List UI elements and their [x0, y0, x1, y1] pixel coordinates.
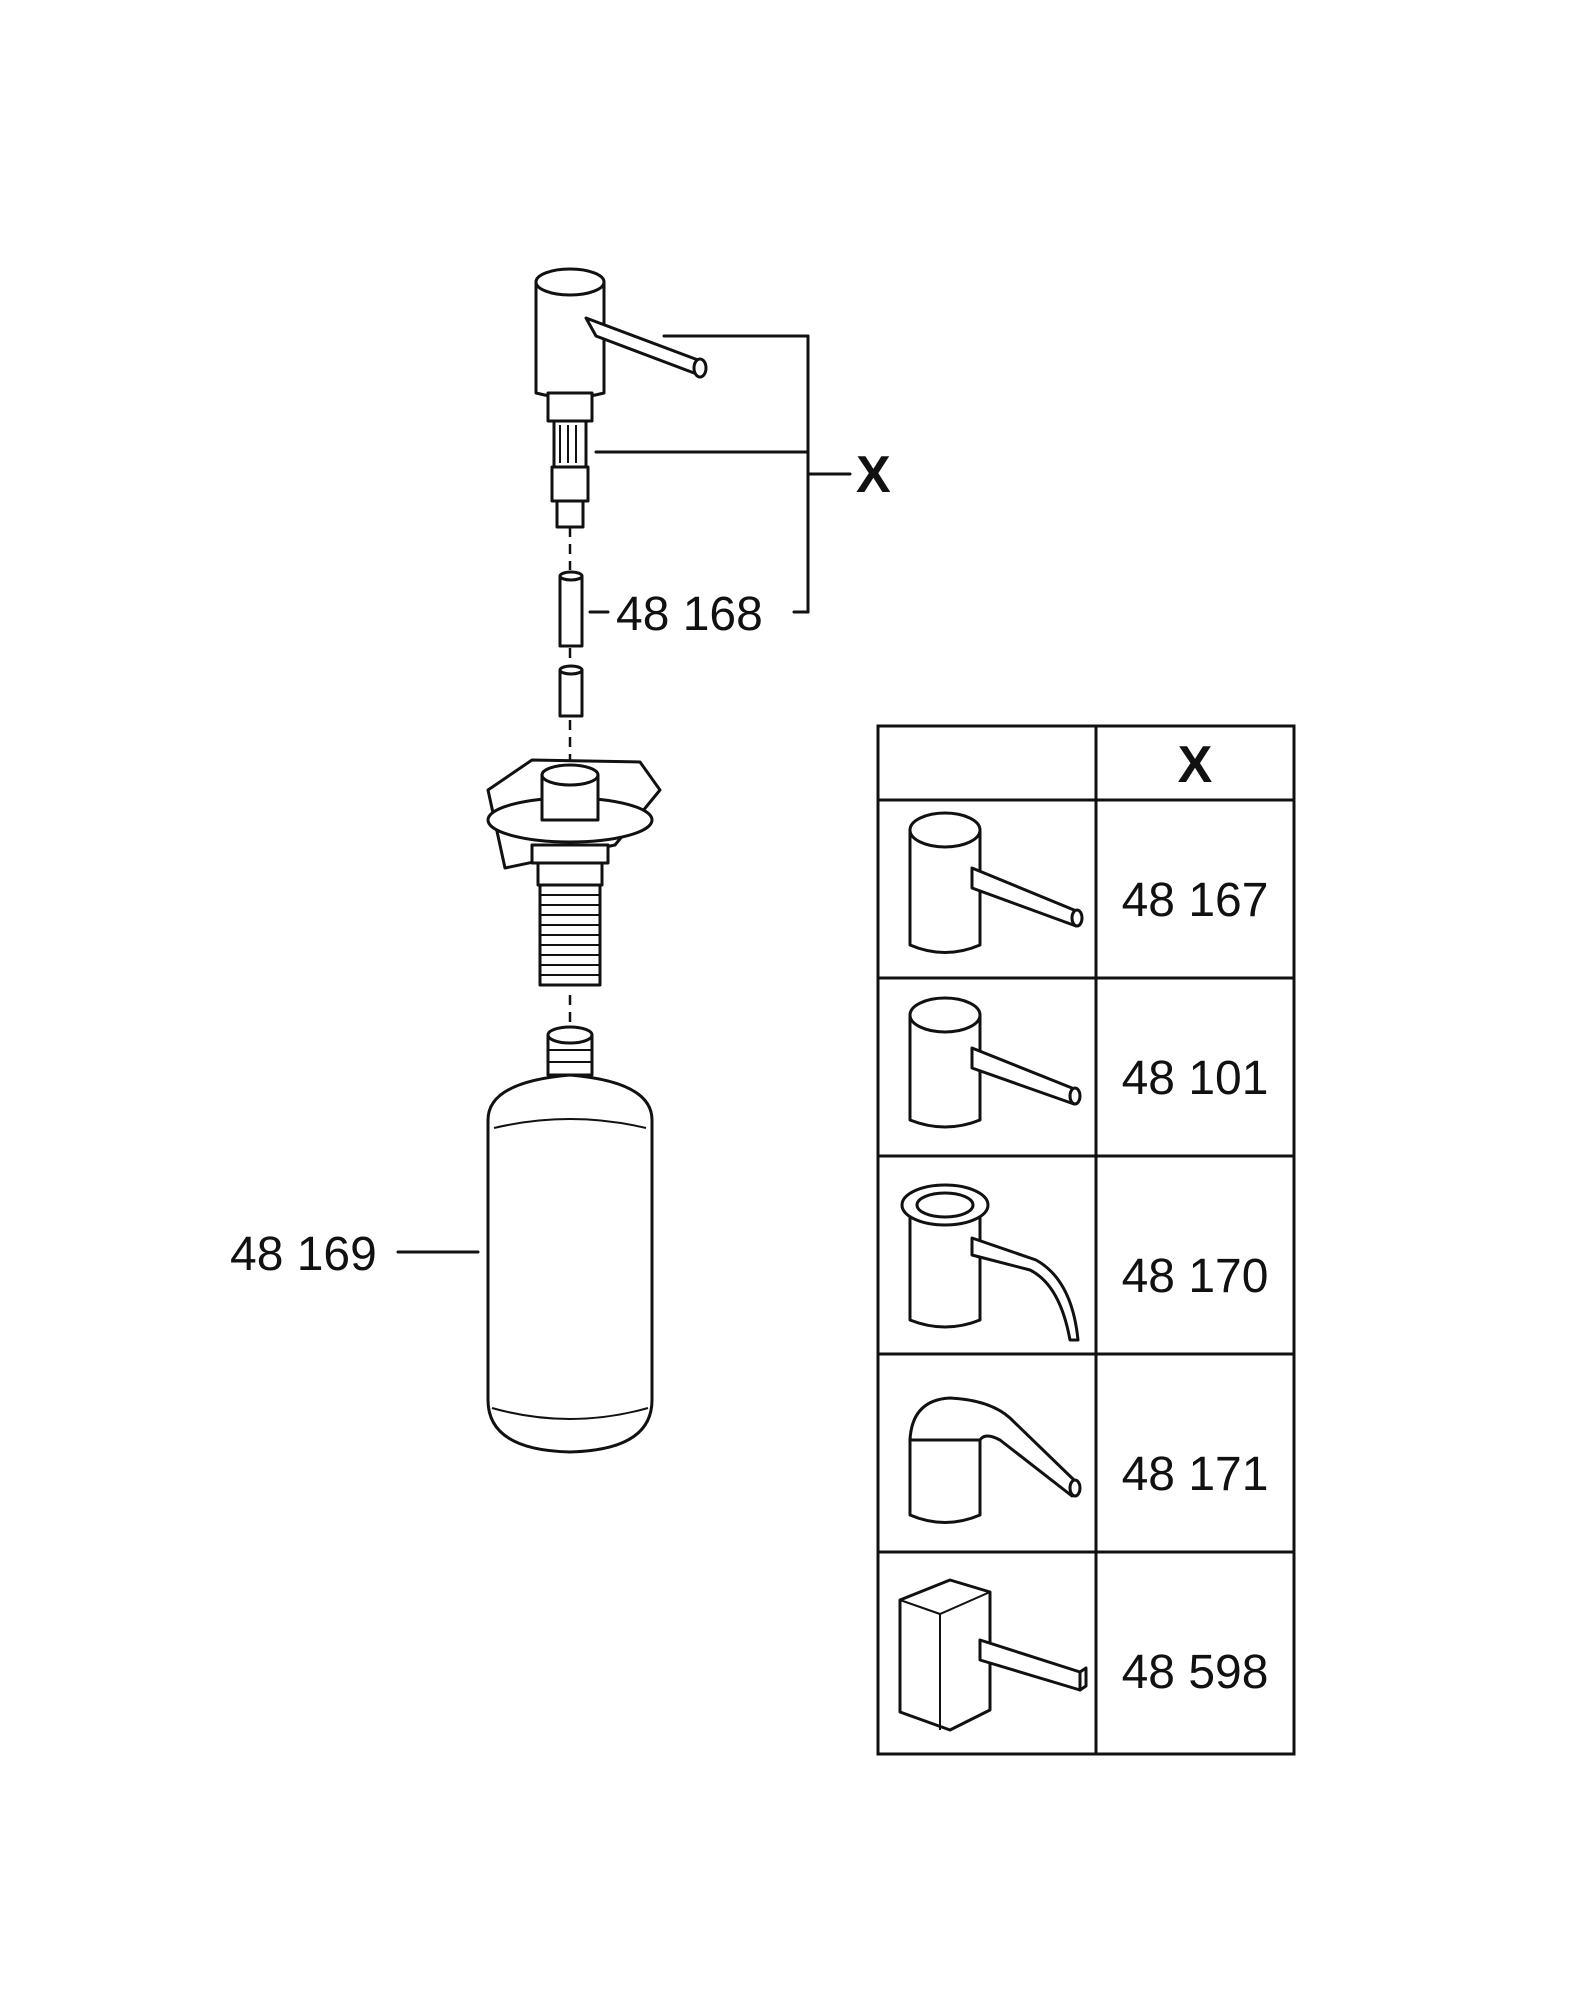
table-header-number: X	[1178, 736, 1213, 794]
variants-table	[876, 724, 1296, 1756]
bottle-part-number: 48 169	[230, 1228, 377, 1281]
variant-number: 48 171	[1122, 1448, 1269, 1501]
swept-lever-spout-icon	[908, 1396, 1082, 1524]
variant-number: 48 598	[1122, 1646, 1269, 1699]
kit-label: X	[856, 446, 891, 504]
variant-number: 48 167	[1122, 874, 1269, 927]
square-head-square-spout-icon	[898, 1578, 1088, 1732]
round-head-straight-spout-icon	[908, 811, 1084, 954]
short-round-head-straight-spout-icon	[908, 996, 1082, 1129]
tube-part-number: 48 168	[616, 588, 763, 641]
curved-spout-open-top-icon	[900, 1183, 1080, 1342]
mounting-flange	[486, 758, 662, 987]
variant-number: 48 101	[1122, 1052, 1269, 1105]
pump-head	[534, 267, 708, 529]
variant-number: 48 170	[1122, 1250, 1269, 1303]
kit-bracket	[594, 334, 852, 614]
soap-bottle	[486, 1025, 654, 1454]
suction-tube	[558, 570, 584, 718]
